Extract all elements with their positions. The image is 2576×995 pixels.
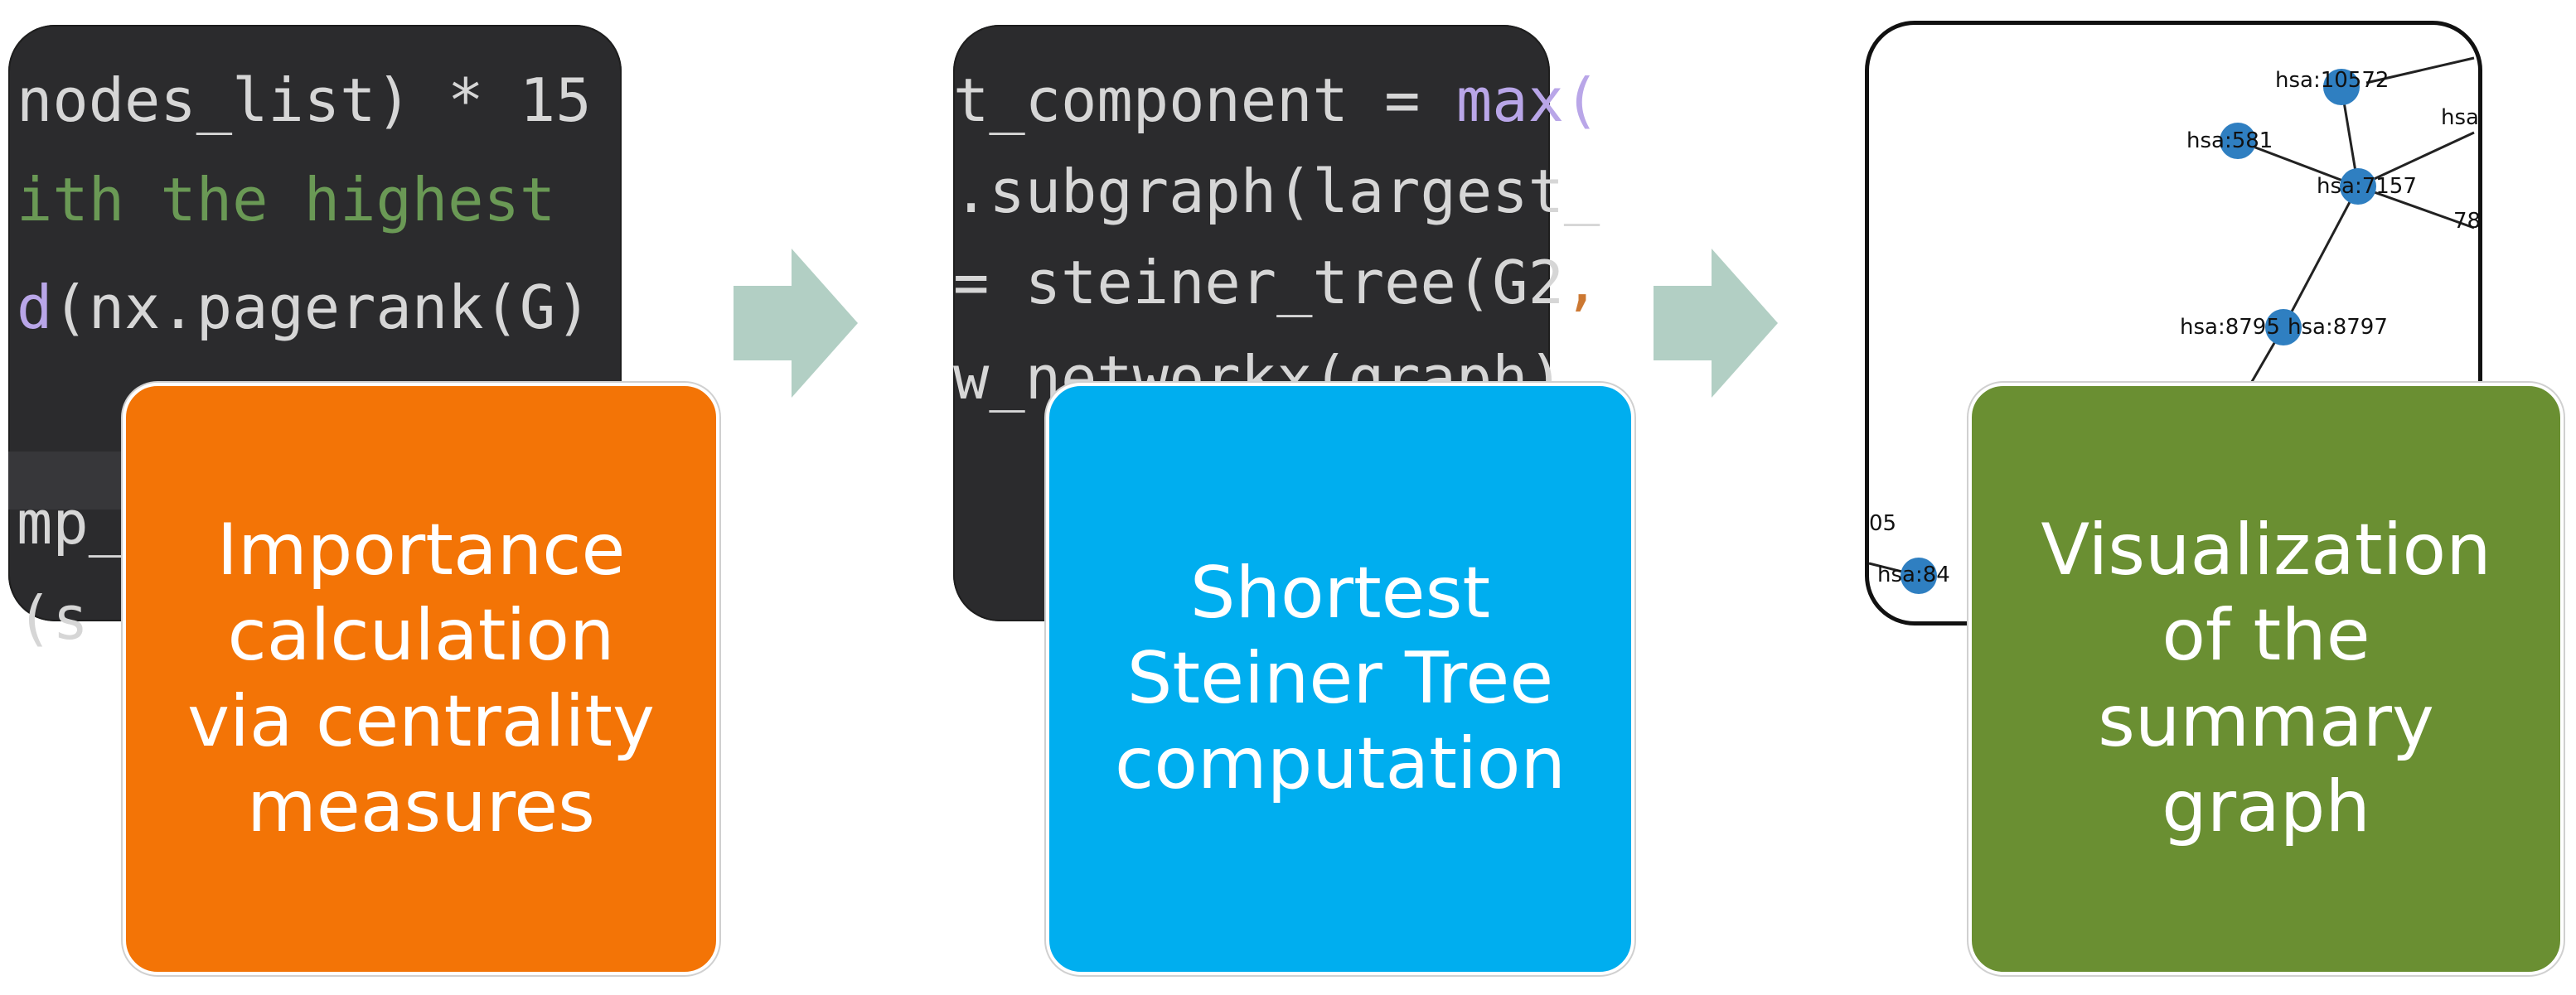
code-line: nodes_list) * 15 <box>17 70 592 130</box>
step-label: Importance calculation via centrality me… <box>187 508 655 850</box>
step-box-visualization: Visualization of the summary graph <box>1968 383 2564 975</box>
node-label: hsa:8797 <box>2288 315 2388 340</box>
code-line: (s <box>17 588 89 648</box>
node-label: hsa <box>2441 105 2479 130</box>
code-token: mp_ <box>17 488 125 558</box>
step-label-line: Shortest <box>1189 551 1491 635</box>
step-box-steiner: Shortest Steiner Tree computation <box>1046 383 1634 975</box>
step-box-importance: Importance calculation via centrality me… <box>123 383 719 975</box>
code-token: , <box>1563 248 1600 317</box>
graph-node <box>2220 123 2256 159</box>
code-token: .subgraph(largest_ <box>953 157 1600 226</box>
step-label-line: graph <box>2162 765 2370 848</box>
code-line: .subgraph(largest_ <box>953 162 1600 221</box>
graph-edge <box>2357 131 2475 188</box>
arrow-right-icon <box>734 249 858 398</box>
step-label-line: calculation <box>227 594 615 678</box>
step-label-line: Steiner Tree <box>1126 636 1554 720</box>
step-label: Shortest Steiner Tree computation <box>1115 551 1566 808</box>
code-line: t_component = max( <box>953 70 1600 130</box>
step-label-line: Importance <box>216 509 626 592</box>
node-label: 78 <box>2453 209 2481 234</box>
code-line: mp_ <box>17 493 124 553</box>
graph-node <box>2265 309 2302 345</box>
code-token: (s <box>17 583 89 653</box>
arrow-shape <box>1654 249 1778 398</box>
code-token: ith the highest <box>17 165 556 234</box>
code-token: t_component = <box>953 65 1456 135</box>
code-token: max( <box>1455 65 1600 135</box>
step-label-line: of the <box>2162 594 2370 678</box>
step-label-line: Visualization <box>2041 509 2491 592</box>
arrow-shape <box>734 249 858 398</box>
code-token: nodes_list) * 15 <box>17 65 592 135</box>
code-line: ith the highest <box>17 170 555 229</box>
step-label-line: summary <box>2098 679 2434 763</box>
code-line: = steiner_tree(G2, <box>953 253 1600 312</box>
code-token: = steiner_tree(G2 <box>953 248 1564 317</box>
graph-node <box>2340 168 2376 205</box>
node-label: 05 <box>1869 511 1896 536</box>
graph-node <box>2323 69 2360 105</box>
graph-edge <box>2282 186 2360 328</box>
node-label: hsa:8795 <box>2180 315 2280 340</box>
node-label: hsa:10572 <box>2275 68 2389 93</box>
graph-labels: hsa:10572 hsa:581 hsa:7157 hsa:8795 hsa:… <box>1869 68 2481 587</box>
graph-edge <box>2237 139 2359 188</box>
code-line: d(nx.pagerank(G) <box>17 278 592 337</box>
node-label: hsa:581 <box>2186 128 2273 153</box>
node-label: hsa:84 <box>1877 563 1950 587</box>
node-label: hsa:7157 <box>2317 174 2417 199</box>
arrow-right-icon <box>1654 249 1778 398</box>
graph-edge <box>2365 56 2475 85</box>
step-label: Visualization of the summary graph <box>2041 508 2491 850</box>
graph-nodes <box>1901 69 2376 594</box>
code-token: d <box>17 273 53 342</box>
step-label-line: computation <box>1115 722 1566 806</box>
graph-node <box>1901 558 1937 594</box>
step-label-line: via centrality <box>187 679 655 763</box>
code-token: (nx.pagerank(G) <box>52 273 592 342</box>
network-graph: hsa:10572 hsa:581 hsa:7157 hsa:8795 hsa:… <box>1868 56 2481 594</box>
step-label-line: measures <box>247 765 595 848</box>
graph-edge <box>2357 185 2475 229</box>
